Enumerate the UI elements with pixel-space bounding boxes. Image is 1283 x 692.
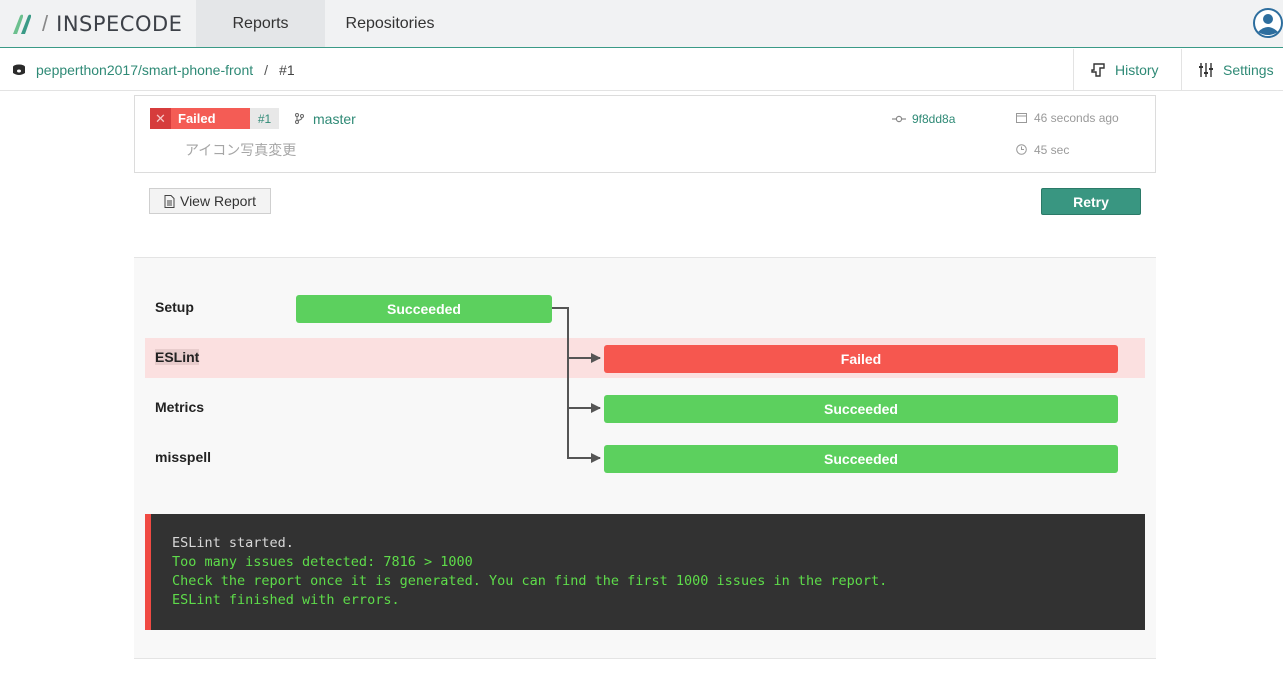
job-name-setup: Setup [155,299,194,315]
time-ago-text: 46 seconds ago [1034,110,1119,125]
run-number-badge: #1 [250,108,279,129]
sliders-icon [1199,62,1213,77]
console-line: ESLint finished with errors. [172,592,400,608]
branch-link[interactable]: master [295,108,356,129]
commit-message: アイコン写真変更 [185,142,297,158]
inspecode-logo-icon [13,14,31,34]
brand[interactable]: / INSPECODE [10,9,182,39]
commit-link[interactable]: 9f8dd8a [892,108,955,129]
brand-separator: / [42,11,49,36]
breadcrumb: pepperthon2017/smart-phone-front / #1 [12,49,295,90]
job-name-eslint-text: ESLint [155,349,200,365]
run-summary-card: ✕ Failed #1 master アイコン写真変更 9f8dd8a 46 s… [134,95,1156,173]
console-line: Too many issues detected: 7816 > 1000 [172,554,473,570]
document-icon [164,194,175,208]
view-report-button[interactable]: View Report [149,188,271,214]
run-time-ago: 46 seconds ago [1016,107,1119,128]
job-name-eslint: ESLint [155,349,200,365]
job-bar-eslint[interactable]: Failed [604,345,1118,373]
breadcrumb-repo-link[interactable]: pepperthon2017/smart-phone-front [36,61,254,78]
tab-reports[interactable]: Reports [196,0,325,47]
branch-icon [295,113,304,124]
job-name-metrics: Metrics [155,399,205,415]
breadcrumb-run-number: #1 [279,61,295,78]
breadcrumb-separator: / [264,61,269,78]
settings-button[interactable]: Settings [1181,49,1283,90]
commit-hash: 9f8dd8a [912,111,956,126]
commit-icon [892,115,906,122]
top-nav: / INSPECODE Reports Repositories [0,0,1283,48]
connector-trunk [552,307,601,463]
calendar-icon [1016,113,1027,123]
brand-name: INSPECODE [56,12,183,36]
console-line: ESLint started. [172,535,294,551]
branch-name: master [313,110,356,127]
pipeline-panel: Setup ESLint Metrics misspell Succeeded … [134,257,1156,659]
clock-icon [1016,144,1027,155]
job-bar-misspell[interactable]: Succeeded [604,445,1118,473]
history-button[interactable]: History [1073,49,1181,90]
tab-repositories[interactable]: Repositories [345,14,435,32]
run-duration: 45 sec [1016,139,1069,160]
user-avatar-icon[interactable] [1253,8,1283,38]
retry-button[interactable]: Retry [1041,188,1141,215]
duration-text: 45 sec [1034,142,1070,157]
status-badge: ✕ Failed [150,108,250,129]
breadcrumb-bar: pepperthon2017/smart-phone-front / #1 Hi… [0,49,1283,91]
status-label: Failed [171,108,250,129]
history-icon [1091,62,1105,77]
job-name-misspell: misspell [155,449,212,465]
settings-label: Settings [1223,61,1274,78]
close-icon: ✕ [150,108,171,129]
console-output: ESLint started. Too many issues detected… [145,514,1145,630]
history-label: History [1115,61,1159,78]
job-bar-metrics[interactable]: Succeeded [604,395,1118,423]
repository-icon [13,64,25,75]
view-report-label: View Report [179,193,256,209]
console-line: Check the report once it is generated. Y… [172,573,888,589]
job-bar-setup[interactable]: Succeeded [296,295,552,323]
